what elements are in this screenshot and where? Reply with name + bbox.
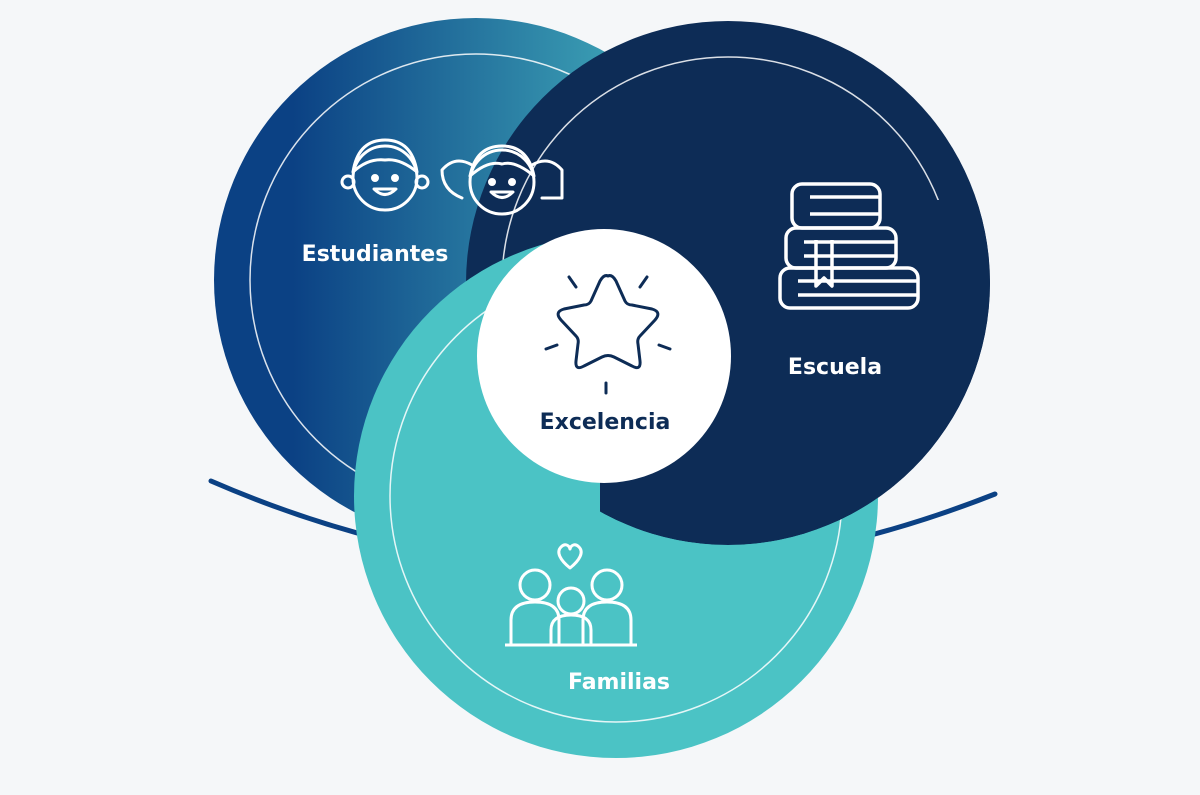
center-label: Excelencia [540, 410, 671, 435]
school-label: Escuela [788, 355, 882, 380]
stacked-books-icon [778, 182, 920, 310]
sparkling-star-icon [544, 274, 672, 395]
families-label: Familias [568, 670, 670, 695]
students-label: Estudiantes [302, 242, 449, 267]
family-with-heart-icon [505, 543, 637, 647]
two-children-faces-icon [340, 138, 564, 216]
